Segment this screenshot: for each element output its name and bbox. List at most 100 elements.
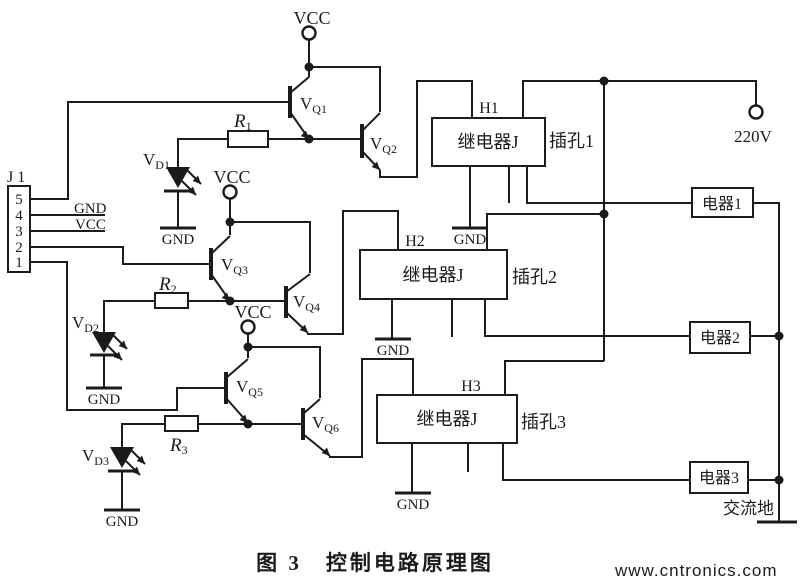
relay-h3: H3 继电器J 插孔3 [376,378,566,444]
relay-h3-socket: 插孔3 [521,412,566,432]
junction-dot [243,342,253,352]
mains-terminal-220v: 220V [734,104,773,146]
junction-dot [599,209,609,219]
diode-triangle-icon [166,167,190,188]
connector-j1-body [7,185,31,273]
resistor-body [227,130,269,148]
ground-h3: GND [395,491,431,513]
transistor-base-bar [301,408,305,440]
relay-h1-body [431,117,546,167]
junction-dot [774,475,784,485]
vcc-terminal-3: VCC [234,302,272,335]
transistor-base-bar [360,124,364,158]
transistor-vq2-label: VQ2 [370,134,397,156]
gnd-label: GND [88,392,121,408]
transistor-vq1: VQ1 [288,76,327,140]
terminal-circle-icon [748,104,764,120]
led-emission-arrow-icon [131,466,140,475]
appliance-2: 电器2 [689,321,751,354]
led-emission-arrow-icon [192,175,201,184]
led-vd3-label: VD3 [82,446,109,468]
relay-h3-name: 继电器J [416,409,477,429]
led-vd1: VD1 [143,150,202,196]
ground-vd1: GND [160,226,196,248]
diode-triangle-icon [110,447,134,468]
watermark: www.cntronics.com [614,561,777,580]
relay-h2-socket: 插孔2 [512,267,557,287]
diode-triangle-icon [92,332,116,353]
vcc3-label: VCC [234,302,271,322]
gnd-label: GND [397,497,430,513]
transistor-vq2: VQ2 [360,112,397,171]
emitter-arrow-icon [371,161,380,170]
transistor-vq6: VQ6 [301,398,339,457]
emitter-arrow-icon [300,130,309,139]
vcc-terminal-2: VCC [213,167,251,200]
appliance-2-body [689,321,751,354]
transistor-vq3: VQ3 [209,235,248,302]
ground-ac: 交流地 [723,499,797,524]
terminal-circle-icon [301,25,317,41]
led-vd3: VD3 [82,446,146,476]
emitter-arrow-icon [239,414,248,423]
resistor-r2-label: R2 [158,274,177,296]
transistor-vq4: VQ4 [284,273,320,334]
junction-dot [304,62,314,72]
connector-j1: J 1 5 4 3 2 1 GND VCC [7,169,107,273]
gnd-label: GND [454,232,487,248]
appliance-3-label: 电器3 [699,469,739,487]
pin-1-label: 1 [15,255,23,271]
mains-voltage-label: 220V [734,127,773,146]
vcc1-label: VCC [293,8,330,28]
terminal-circle-icon [240,319,256,335]
ground-vd3: GND [104,508,140,530]
resistor-r1-label: R1 [233,111,252,133]
relay-h3-id: H3 [461,378,481,395]
ac-ground-label: 交流地 [723,499,774,518]
transistor-base-bar [288,86,292,118]
resistor-r1: R1 [227,111,269,148]
relay-h1-name: 继电器J [457,132,518,152]
appliance-1: 电器1 [691,187,754,218]
relay-h1-socket: 插孔1 [549,131,594,151]
gnd-label: GND [162,232,195,248]
connector-j1-label: J 1 [7,169,25,186]
transistor-base-bar [209,248,213,280]
figure-caption: 图 3 控制电路原理图 [256,551,494,575]
terminal-circle-icon [222,184,238,200]
transistor-vq4-label: VQ4 [293,292,320,314]
junction-dot [774,331,784,341]
relay-h3-body [376,394,518,444]
led-emission-arrow-icon [118,340,127,349]
transistor-vq6-label: VQ6 [312,413,339,435]
led-emission-arrow-icon [113,351,122,360]
vcc-terminal-1: VCC [293,8,331,41]
emitter-arrow-icon [221,292,230,301]
transistor-vq1-label: VQ1 [300,94,327,116]
pin-3-label: 3 [15,224,23,240]
resistor-body [164,415,199,432]
emitter-arrow-icon [299,324,308,333]
relay-h2: H2 继电器J 插孔2 [359,233,557,300]
emitter-arrow-icon [321,447,330,456]
gnd-label: GND [106,514,139,530]
gnd-label: GND [377,343,410,359]
relay-h1-id: H1 [479,100,499,117]
pin-2-label: 2 [15,240,23,256]
resistor-r2: R2 [154,274,189,309]
resistor-r3-label: R3 [169,435,188,457]
transistor-base-bar [224,372,228,404]
ground-h2: GND [375,337,411,359]
appliance-1-label: 电器1 [702,195,742,213]
vcc2-label: VCC [213,167,250,187]
transistor-base-bar [284,286,288,318]
relay-h2-id: H2 [405,233,425,250]
resistor-r3: R3 [164,415,199,457]
junction-dot [599,76,609,86]
junction-dot [225,217,235,227]
appliance-3-body [689,461,749,494]
appliance-3: 电器3 [689,461,749,494]
ground-h1: GND [452,226,488,248]
